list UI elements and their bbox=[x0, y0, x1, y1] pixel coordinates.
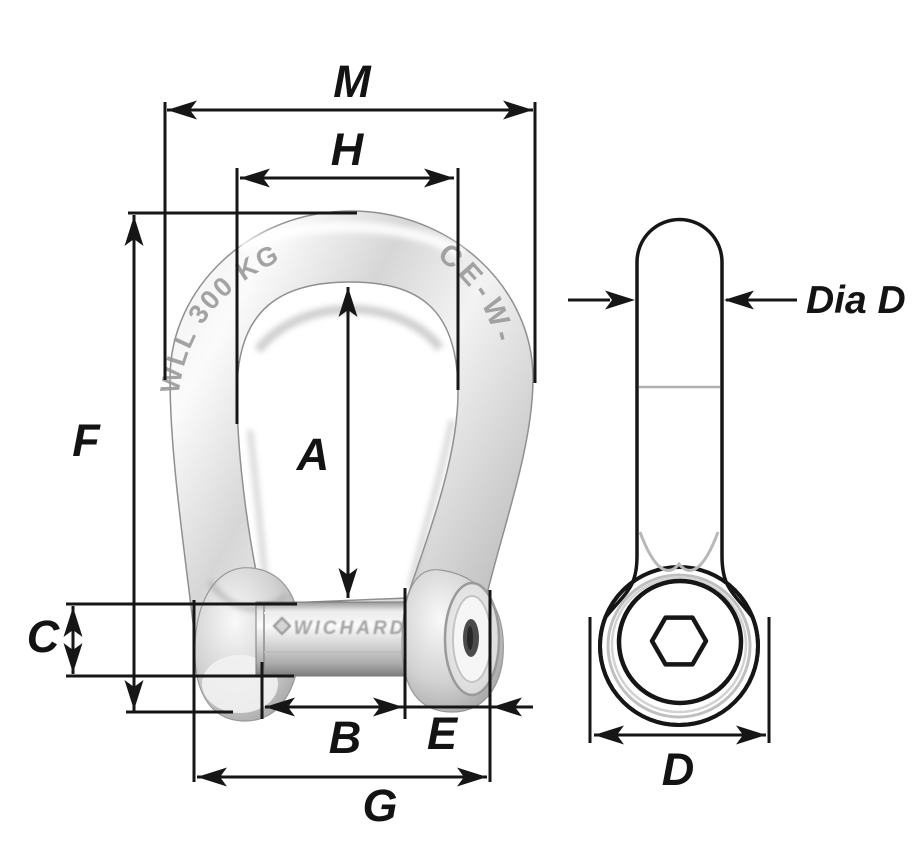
dim-label-m: M bbox=[333, 56, 372, 107]
dim-label-dia-d: Dia D bbox=[806, 279, 906, 322]
pin-neck-petals bbox=[638, 531, 720, 572]
dimension-g bbox=[192, 600, 487, 787]
dim-label-e: E bbox=[427, 708, 459, 759]
dim-label-f: F bbox=[72, 415, 101, 466]
pin-head-gray-ring-inner bbox=[610, 576, 748, 714]
bow-right-arm-shadow bbox=[407, 419, 455, 589]
dim-label-g: G bbox=[362, 780, 397, 831]
dimension-dia-d bbox=[568, 290, 797, 310]
dim-label-c: C bbox=[27, 611, 61, 662]
side-view-pin bbox=[598, 217, 760, 727]
dimension-b-e bbox=[260, 588, 533, 782]
dimension-f bbox=[124, 211, 357, 714]
pin-logo-icon bbox=[272, 616, 292, 636]
pin-head-gray-ring-outer bbox=[606, 573, 752, 719]
dimension-m bbox=[163, 100, 537, 383]
dim-label-b: B bbox=[329, 712, 362, 763]
hex-socket-front-slot bbox=[467, 626, 473, 650]
hex-socket-icon bbox=[649, 615, 709, 667]
shackle-pin bbox=[255, 601, 411, 677]
dim-label-d: D bbox=[662, 744, 695, 795]
shackle-bow-body bbox=[169, 210, 534, 667]
dim-label-h: H bbox=[331, 124, 365, 175]
pin-engraving: WICHARD bbox=[294, 618, 407, 639]
dimension-a bbox=[338, 287, 358, 598]
front-view-shackle: WLL 300 KG CE-W- WICHARD bbox=[155, 210, 534, 722]
dimension-c bbox=[63, 602, 297, 678]
pin-head-outer-circle bbox=[598, 565, 760, 727]
bow-top-highlight bbox=[237, 221, 466, 259]
dimension-d bbox=[588, 617, 771, 745]
pin-shank-outline bbox=[603, 217, 755, 620]
left-jaw-shading bbox=[207, 580, 288, 611]
dim-label-a: A bbox=[296, 429, 330, 480]
pin-shank-fill bbox=[605, 219, 753, 619]
dimension-h bbox=[235, 168, 460, 424]
dimension-lines bbox=[63, 100, 797, 787]
dimension-labels: M H F A C B E G D Dia D bbox=[27, 56, 906, 831]
